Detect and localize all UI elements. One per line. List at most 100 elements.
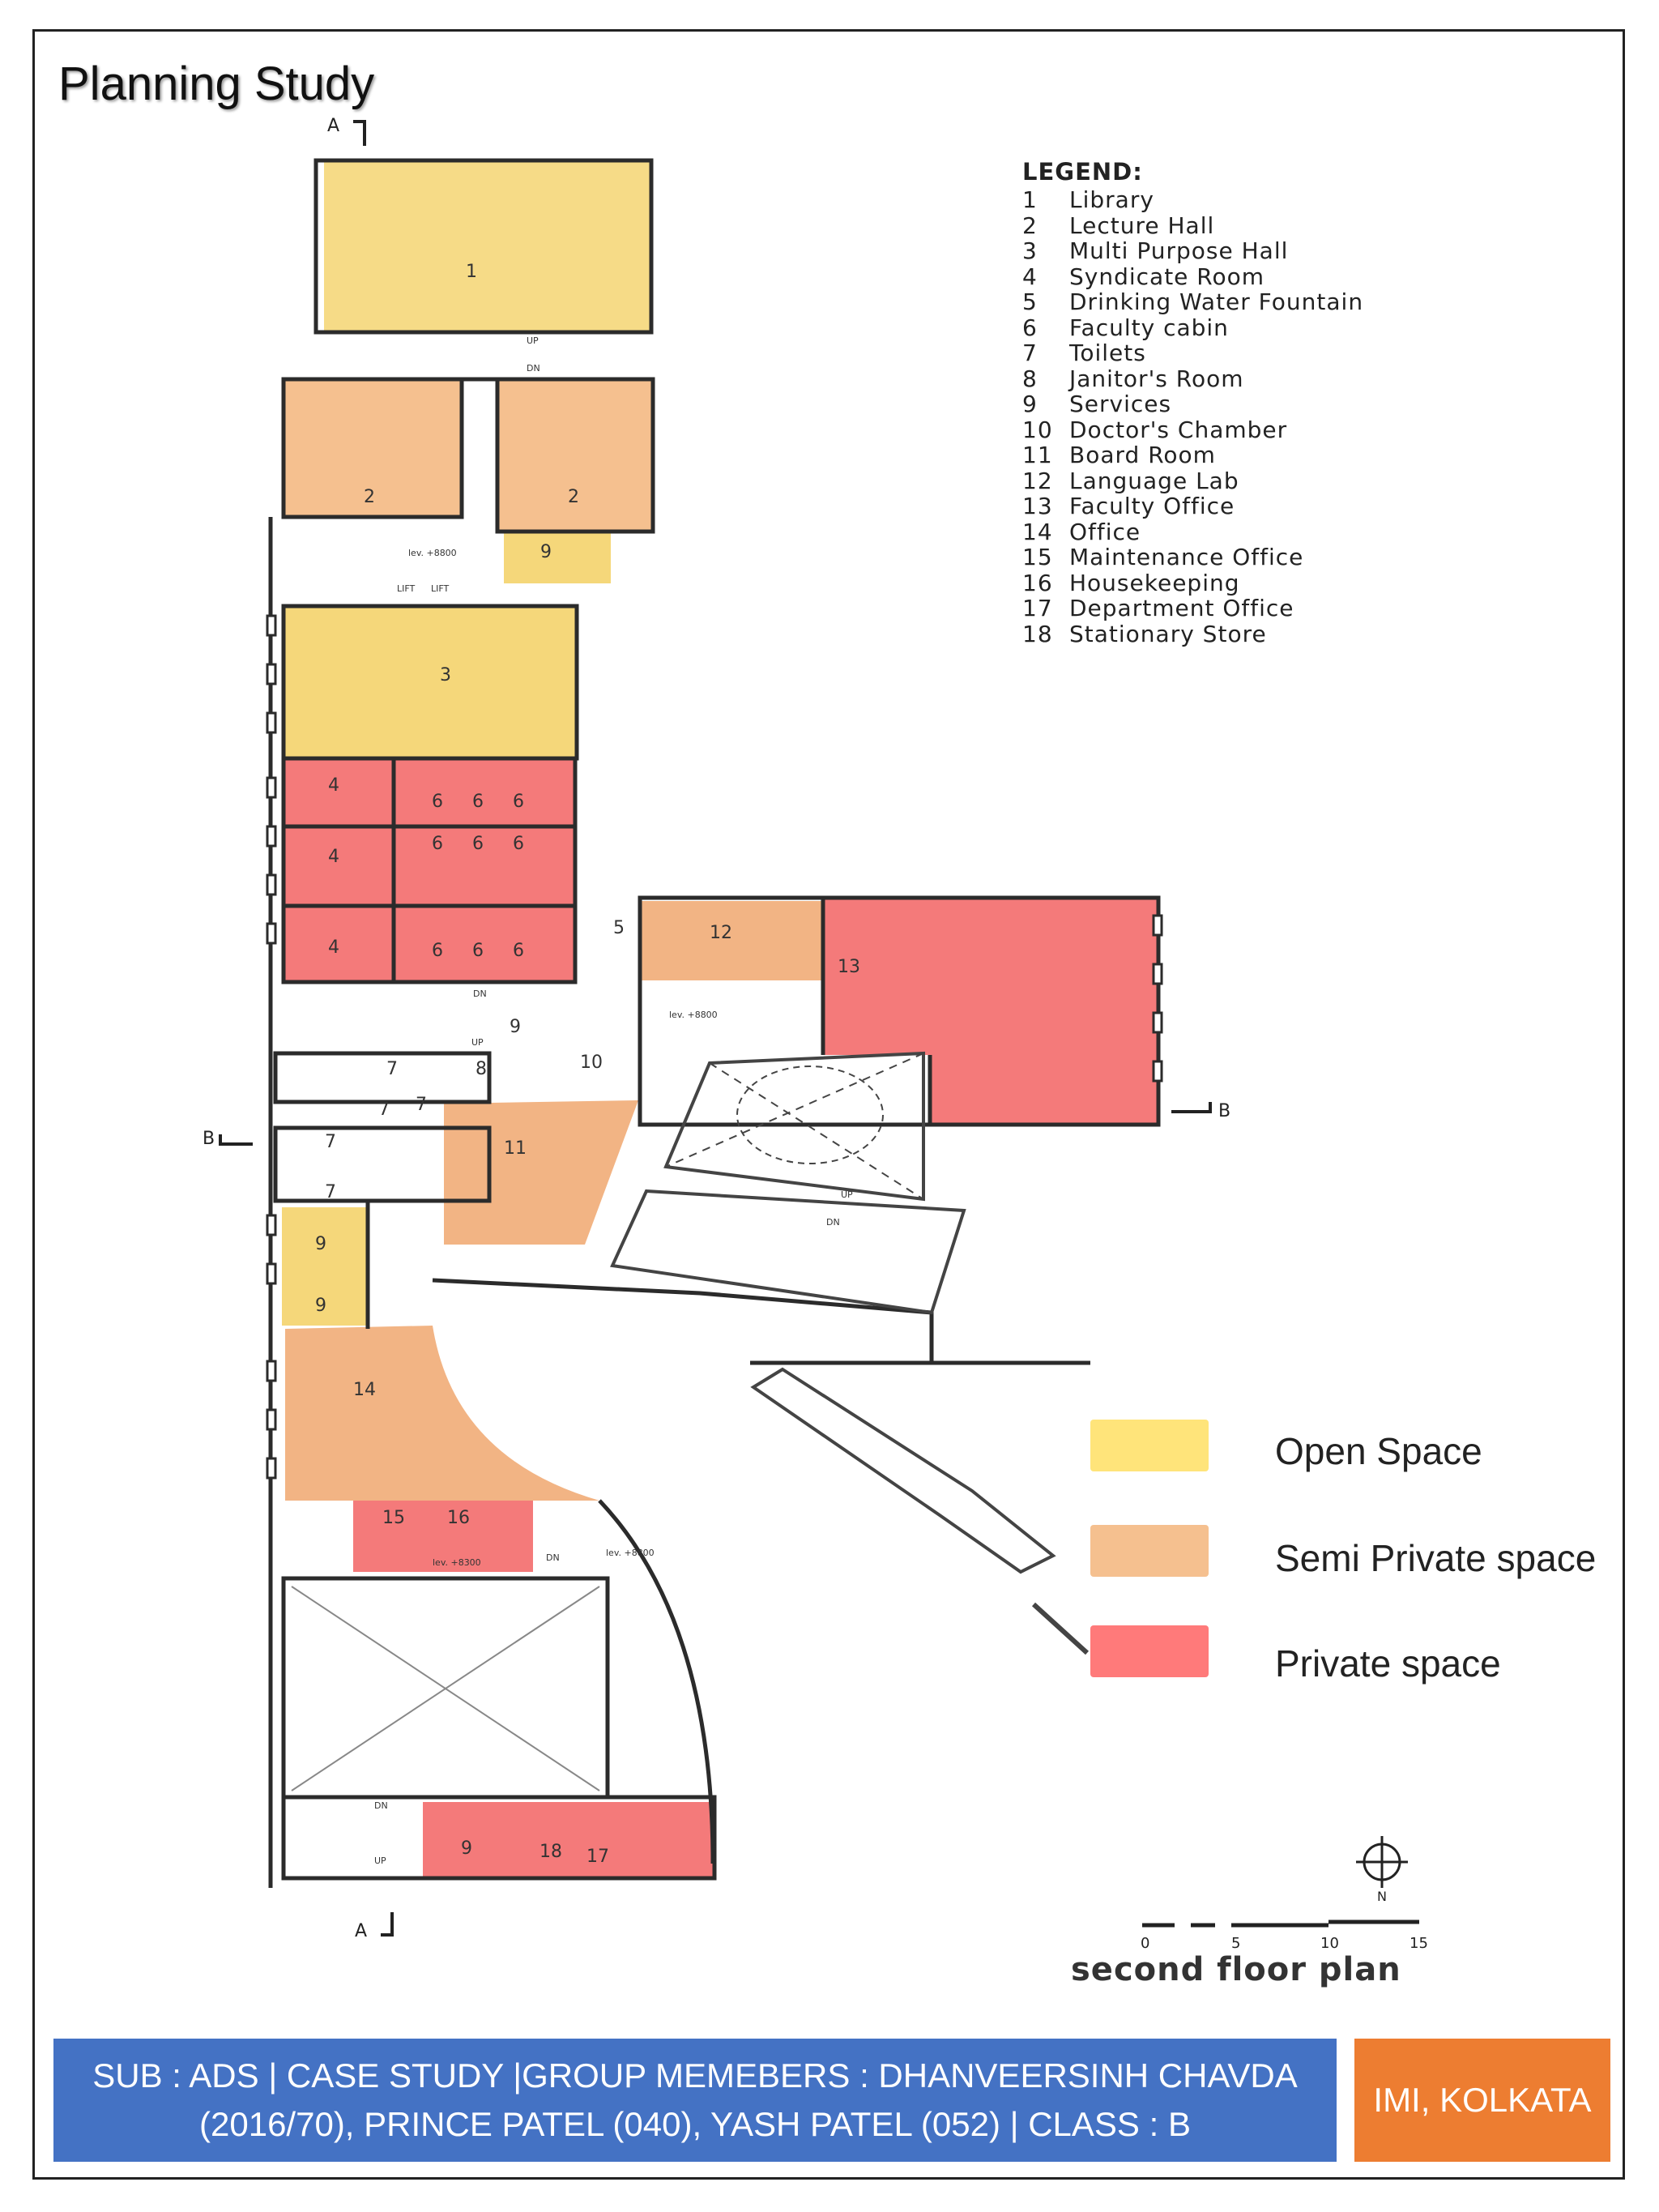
room-label: 6 — [472, 941, 484, 961]
zone-stationary-store — [423, 1802, 714, 1877]
room-label: 18 — [539, 1842, 562, 1862]
footer-info: SUB : ADS | CASE STUDY |GROUP MEMEBERS :… — [53, 2039, 1337, 2162]
section-b-left: B — [203, 1129, 215, 1149]
room-label: 7 — [325, 1132, 336, 1152]
legend-item-label: Doctor's Chamber — [1069, 416, 1288, 443]
legend-item-label: Faculty cabin — [1069, 314, 1229, 341]
legend-item-label: Faculty Office — [1069, 493, 1235, 519]
legend-item-label: Drinking Water Fountain — [1069, 288, 1364, 315]
legend-item: 4 Syndicate Room — [1022, 263, 1363, 290]
dn-marker: DN — [546, 1552, 560, 1563]
room-label: 2 — [364, 487, 375, 507]
room-label: 10 — [580, 1053, 603, 1073]
room-label: 9 — [510, 1017, 521, 1037]
key-swatch-open — [1090, 1420, 1209, 1471]
room-label: 15 — [382, 1508, 405, 1528]
legend-item: 13 Faculty Office — [1022, 493, 1363, 519]
room-label: 9 — [461, 1838, 472, 1859]
key-label-semi-private: Semi Private space — [1275, 1537, 1597, 1579]
room-label: 4 — [328, 775, 339, 796]
legend-item-number: 2 — [1022, 211, 1038, 239]
footer-line-1: SUB : ADS | CASE STUDY |GROUP MEMEBERS :… — [92, 2056, 1298, 2095]
legend-item-label: Board Room — [1069, 442, 1216, 468]
legend-item-label: Services — [1069, 391, 1172, 417]
scale-label: 5 — [1231, 1935, 1240, 1952]
zone-maintenance-housekeeping — [353, 1501, 533, 1572]
room-label: 12 — [710, 923, 732, 943]
room-label: 4 — [328, 847, 339, 867]
scale-label: 15 — [1410, 1935, 1428, 1952]
up-marker: UP — [471, 1037, 484, 1048]
legend-item: 8 Janitor's Room — [1022, 365, 1363, 392]
dn-marker: DN — [473, 989, 487, 999]
room-label: 8 — [476, 1059, 487, 1079]
zone-library — [324, 162, 650, 331]
room-label: 6 — [432, 792, 443, 812]
legend-item-number: 13 — [1022, 493, 1053, 519]
zone-language-lab — [640, 901, 823, 980]
legend-item-number: 16 — [1022, 569, 1053, 596]
room-label: 14 — [353, 1380, 376, 1400]
up-marker: UP — [841, 1189, 853, 1200]
legend-item-number: 6 — [1022, 314, 1038, 341]
room-label: 7 — [378, 1100, 390, 1120]
legend-heading: LEGEND: — [1022, 158, 1143, 186]
legend-item-number: 14 — [1022, 518, 1053, 545]
room-label: 6 — [472, 834, 484, 854]
room-label: 9 — [315, 1296, 326, 1316]
legend-item-label: Office — [1069, 518, 1141, 545]
room-label: 7 — [416, 1095, 427, 1115]
level-marker: lev. +8300 — [433, 1557, 481, 1568]
legend-item-number: 8 — [1022, 365, 1038, 392]
lift-label: LIFT — [397, 583, 416, 594]
legend-item-number: 15 — [1022, 544, 1053, 570]
key-swatch-semi-private — [1090, 1525, 1209, 1577]
room-label: 17 — [586, 1847, 609, 1867]
legend-item-label: Multi Purpose Hall — [1069, 237, 1289, 264]
legend-item: 1 Library — [1022, 187, 1363, 213]
zone-office — [285, 1326, 599, 1501]
legend-item-label: Library — [1069, 186, 1154, 213]
room-label: 7 — [325, 1182, 336, 1202]
legend-item: 5 Drinking Water Fountain — [1022, 289, 1363, 315]
section-a-top: A — [327, 116, 339, 136]
lift-label: LIFT — [431, 583, 450, 594]
legend-item-number: 11 — [1022, 442, 1053, 468]
key-swatch-private — [1090, 1625, 1209, 1677]
zone-lecture-hall-right — [497, 379, 651, 530]
dn-marker: DN — [527, 363, 540, 374]
scale-label: 0 — [1141, 1935, 1149, 1952]
zone-board-room — [444, 1100, 638, 1245]
legend-item: 11 Board Room — [1022, 442, 1363, 468]
level-marker: lev. +8800 — [606, 1548, 655, 1558]
room-label: 13 — [838, 957, 860, 977]
legend-item-number: 1 — [1022, 186, 1038, 213]
room-label: 6 — [472, 792, 484, 812]
room-label: 16 — [447, 1508, 470, 1528]
slide-frame — [32, 29, 1625, 2180]
legend-item-label: Janitor's Room — [1069, 365, 1244, 392]
legend-item-number: 7 — [1022, 339, 1038, 366]
legend-item-number: 17 — [1022, 595, 1053, 621]
scale-bar — [1142, 1919, 1419, 1928]
zone-services-mid — [282, 1207, 368, 1326]
scale-label: 10 — [1320, 1935, 1339, 1952]
legend-item-number: 5 — [1022, 288, 1038, 315]
up-marker: UP — [374, 1855, 386, 1866]
footer-line-2: (2016/70), PRINCE PATEL (040), YASH PATE… — [199, 2105, 1191, 2143]
room-label: 6 — [513, 792, 524, 812]
room-label: 4 — [328, 937, 339, 958]
north-label: N — [1377, 1889, 1387, 1904]
level-marker: lev. +8800 — [669, 1010, 718, 1020]
legend-item: 6 Faculty cabin — [1022, 314, 1363, 341]
legend-item-number: 4 — [1022, 263, 1038, 290]
legend-item-label: Syndicate Room — [1069, 263, 1265, 290]
section-b-right: B — [1218, 1101, 1230, 1121]
